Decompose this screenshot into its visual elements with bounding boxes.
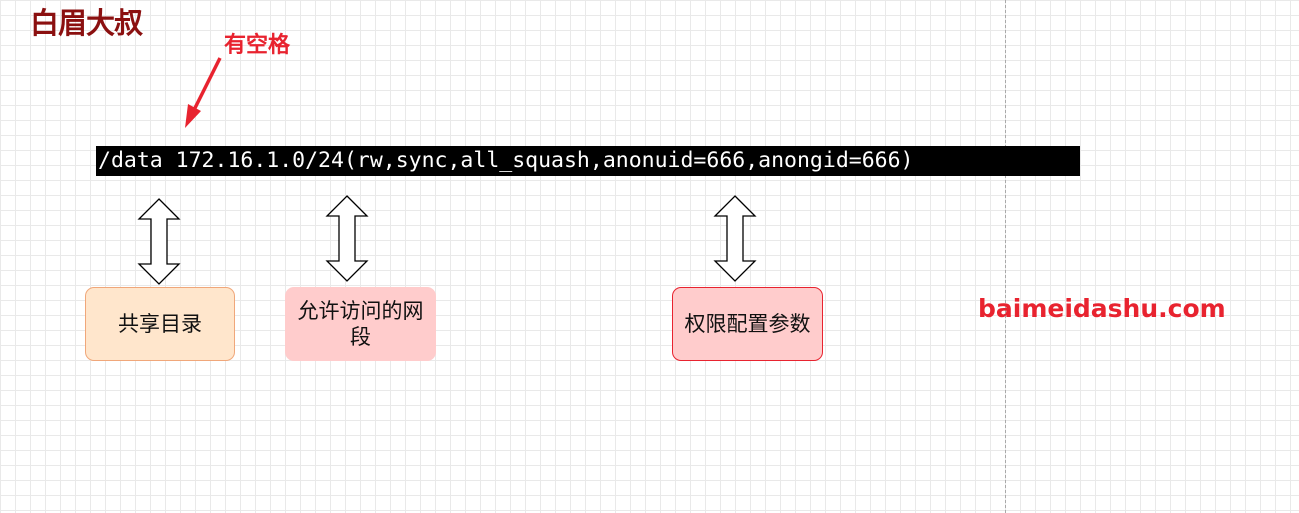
space-pointer-arrow bbox=[185, 57, 222, 128]
logo: 白眉大叔 bbox=[30, 6, 143, 40]
nfs-export-command: /data 172.16.1.0/24(rw,sync,all_squash,a… bbox=[96, 146, 1080, 176]
space-note-label: 有空格 bbox=[224, 33, 291, 58]
box-allowed-network-label: 允许访问的网段 bbox=[297, 299, 424, 349]
double-arrow-network bbox=[325, 195, 369, 282]
box-shared-directory-label: 共享目录 bbox=[118, 312, 202, 336]
box-allowed-network: 允许访问的网段 bbox=[285, 287, 436, 361]
box-permission-params-label: 权限配置参数 bbox=[684, 312, 811, 336]
double-arrow-permissions bbox=[713, 195, 757, 282]
box-permission-params: 权限配置参数 bbox=[672, 287, 823, 361]
site-watermark: baimeidashu.com bbox=[978, 294, 1226, 323]
double-arrow-share bbox=[137, 198, 181, 285]
box-shared-directory: 共享目录 bbox=[85, 287, 235, 361]
page-boundary-dashed-line bbox=[1005, 0, 1006, 513]
